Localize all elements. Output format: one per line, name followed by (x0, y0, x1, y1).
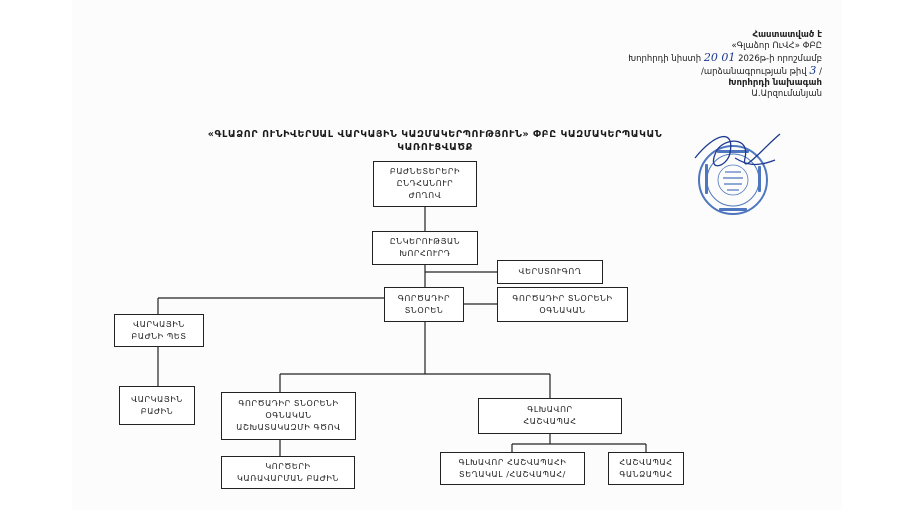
protocol-number: 3 (809, 64, 817, 77)
box-credit-department: ՎԱՐԿԱՅԻՆ ԲԱԺԻՆ (119, 386, 195, 425)
box-label: ԱՇԽԱՏԱԿԱԶՄԻ ԳԾՈՎ (236, 423, 341, 432)
box-shareholders-meeting: ԲԱԺՆԵՏԵՐԵՐԻ ԸՆԴՀԱՆՈՒՐ ԺՈՂՈՎ (373, 161, 477, 207)
signature-icon (694, 133, 781, 167)
approval-date-suffix: 2026թ-ի որոշմամբ (738, 54, 822, 64)
box-label: ՀԱՇՎԱՊԱՀ (619, 457, 673, 467)
approval-line-3: Խորհրդի նիստի 20 01 2026թ-ի որոշմամբ (628, 52, 822, 65)
box-label: ԳԼԽԱՎՈՐ (527, 405, 573, 414)
box-label: ՏԵՂԱԿԱԼ /ՀԱՇՎԱՊԱՀ/ (459, 469, 566, 479)
box-label: ՎԵՐՍՏՈՒԳՈՂ (518, 267, 582, 276)
box-deputy-ceo-staff: ԳՈՐԾԱԴԻՐ ՏՆՕՐԵՆԻ ՕԳՆԱԿԱՆ ԱՇԽԱՏԱԿԱԶՄԻ ԳԾՈ… (221, 392, 356, 440)
approval-line-4: /արձանագրության թիվ 3 / (628, 65, 822, 78)
box-label: ԲԱԺՆԵՏԵՐԵՐԻ (389, 167, 461, 176)
box-label: ԺՈՂՈՎ (408, 191, 442, 200)
box-label: ԸՆԿԵՐՈՒԹՅԱՆ (389, 237, 461, 246)
box-label: ԿՈՐԾԵՐԻ (265, 461, 311, 471)
box-label: ՕԳՆԱԿԱՆ (265, 411, 312, 420)
approval-line-6: Ա.Արզումանյան (751, 89, 822, 99)
box-label: ԳՈՐԾԱԴԻՐ (397, 293, 451, 303)
round-stamp-icon (698, 145, 768, 215)
box-company-council: ԸՆԿԵՐՈՒԹՅԱՆ ԽՈՐՀՈՒՐԴ (372, 231, 478, 265)
box-label: ԳՈՐԾԱԴԻՐ ՏՆՕՐԵՆԻ (238, 399, 339, 408)
box-label: ԽՈՐՀՈՒՐԴ (399, 249, 451, 258)
box-records-management: ԿՈՐԾԵՐԻ ԿԱՌԱՎԱՐՄԱՆ ԲԱԺԻՆ (221, 456, 355, 489)
title-line-1: «ԳԼԱՁՈՐ ՈՒՆԻՎԵՐՍԱԼ ՎԱՐԿԱՅԻՆ ԿԱԶՄԱԿԵՐՊՈՒԹ… (207, 129, 663, 140)
approval-date-prefix: Խորհրդի նիստի (628, 54, 702, 64)
handwritten-date: 20 01 (703, 51, 736, 64)
box-ceo-assistant: ԳՈՐԾԱԴԻՐ ՏՆՕՐԵՆԻ ՕԳՆԱԿԱՆ (497, 287, 628, 322)
box-label: ԳՈՐԾԱԴԻՐ ՏՆՕՐԵՆԻ (512, 293, 613, 303)
protocol-prefix: /արձանագրության թիվ (701, 67, 807, 77)
stamp-and-signature (694, 133, 781, 215)
box-label: ՀԱՇՎԱՊԱՀ (523, 417, 577, 426)
box-label: ՏՆՕՐԵՆ (404, 305, 444, 315)
approval-line-2: «Գլաձոր ՈւՎՀ» ՓԲԸ (731, 41, 822, 51)
box-label: ԲԱԺՆԻ ՊԵՏ (131, 331, 187, 341)
box-label: ՎԱՐԿԱՅԻՆ (133, 319, 185, 329)
box-ceo: ԳՈՐԾԱԴԻՐ ՏՆՕՐԵՆ (384, 287, 464, 322)
box-label: ՎԱՐԿԱՅԻՆ (131, 394, 183, 404)
box-label: ԳԼԽԱՎՈՐ ՀԱՇՎԱՊԱՀԻ (458, 457, 567, 467)
box-chief-accountant: ԳԼԽԱՎՈՐ ՀԱՇՎԱՊԱՀ (478, 398, 622, 434)
box-label: ԸՆԴՀԱՆՈՒՐ (396, 179, 454, 188)
approval-block: Հաստատված է «Գլաձոր ՈւՎՀ» ՓԲԸ Խորհրդի նի… (628, 30, 822, 100)
title-line-2: ԿԱՌՈՒՑՎԱԾՔ (397, 142, 473, 153)
approval-line-5: Խորհրդի նախագահ (728, 78, 822, 88)
box-credit-dept-head: ՎԱՐԿԱՅԻՆ ԲԱԺՆԻ ՊԵՏ (114, 314, 204, 347)
protocol-suffix: / (819, 67, 822, 77)
box-label: ԿԱՌԱՎԱՐՄԱՆ ԲԱԺԻՆ (237, 473, 339, 483)
box-label: ԳԱՆՁԱՊԱՀ (619, 469, 673, 479)
box-label: ՕԳՆԱԿԱՆ (539, 305, 586, 315)
box-label: ԲԱԺԻՆ (140, 406, 174, 416)
box-accountant-cashier: ՀԱՇՎԱՊԱՀ ԳԱՆՁԱՊԱՀ (608, 452, 684, 485)
document-title: «ԳԼԱՁՈՐ ՈՒՆԻՎԵՐՍԱԼ ՎԱՐԿԱՅԻՆ ԿԱԶՄԱԿԵՐՊՈՒԹ… (200, 128, 670, 154)
box-deputy-chief-accountant: ԳԼԽԱՎՈՐ ՀԱՇՎԱՊԱՀԻ ՏԵՂԱԿԱԼ /ՀԱՇՎԱՊԱՀ/ (440, 452, 585, 485)
approval-line-1: Հաստատված է (752, 30, 822, 40)
box-auditor: ՎԵՐՍՏՈՒԳՈՂ (497, 260, 603, 284)
